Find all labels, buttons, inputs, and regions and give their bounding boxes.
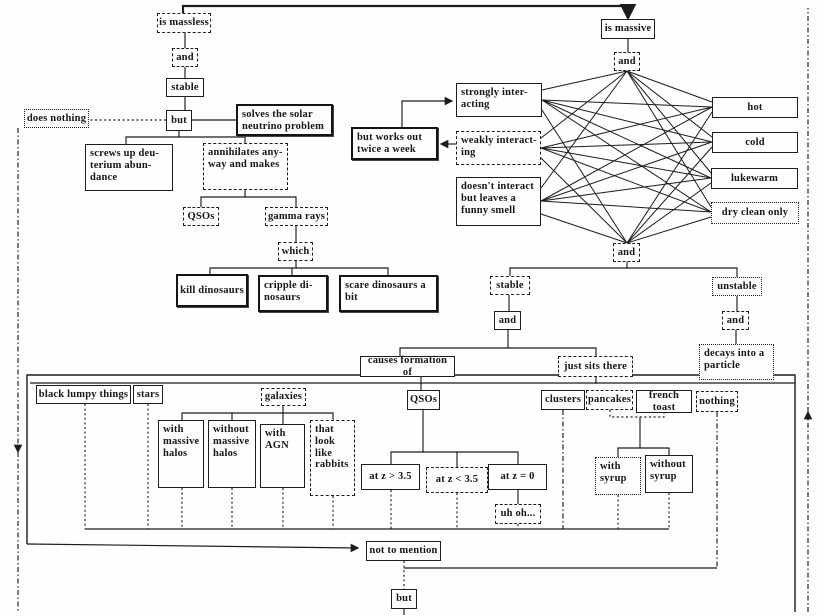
connector-line [26, 374, 796, 612]
connector-line [540, 147, 712, 213]
connector-line [541, 99, 712, 179]
connector-line [181, 412, 334, 420]
connector-line [541, 99, 712, 213]
connector-line [209, 261, 297, 274]
connector-line [125, 131, 180, 144]
connector-line [540, 177, 712, 202]
connector-line [541, 109, 628, 244]
connector-line [540, 70, 628, 189]
connector-line [617, 447, 670, 457]
connector-line [509, 267, 738, 277]
connector-line [626, 111, 713, 244]
connector-line [541, 70, 628, 91]
connector-line [609, 410, 665, 418]
connector-line [401, 96, 454, 127]
connector-line [540, 200, 712, 213]
connector-line [390, 451, 519, 464]
connector-line [200, 190, 246, 207]
connector-line [541, 99, 713, 143]
connector-line [540, 157, 628, 244]
connector-line [626, 216, 712, 244]
connector-line [626, 182, 712, 244]
connector-line [626, 70, 712, 208]
connector-line [399, 347, 597, 356]
connector-line [540, 141, 713, 149]
connector-line [540, 141, 713, 202]
connector-line [626, 146, 713, 244]
connector-line [540, 70, 628, 139]
connector-line [626, 70, 713, 103]
connector-line [245, 196, 297, 207]
connector-line [626, 70, 712, 174]
connector-line [181, 3, 637, 21]
connector-line [540, 213, 628, 244]
connector-line [26, 543, 360, 553]
connector-line [626, 70, 713, 138]
connector-line [179, 136, 246, 143]
connector-line [540, 106, 713, 202]
connector-line [540, 106, 713, 149]
connector-line [296, 267, 389, 275]
connector-line [541, 99, 713, 108]
